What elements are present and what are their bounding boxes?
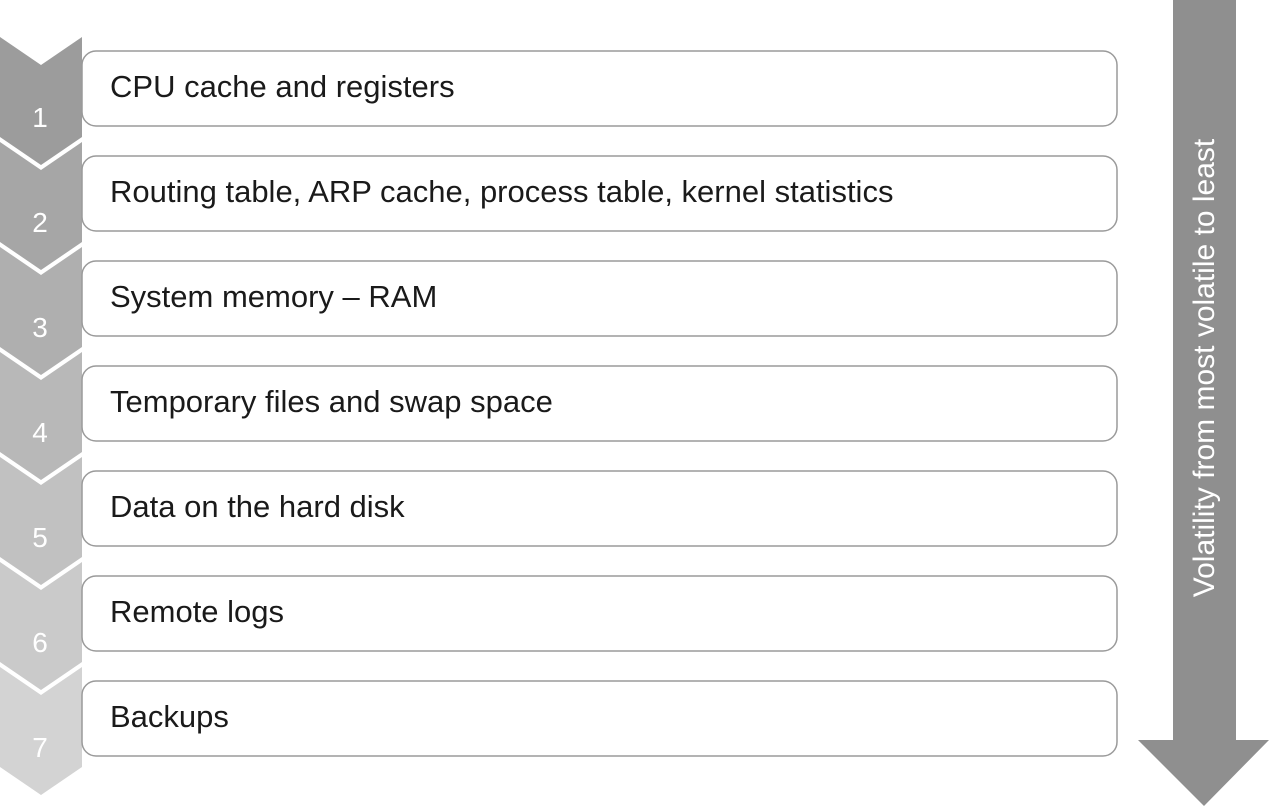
step-box-frame — [81, 155, 1118, 232]
step-box-4: Temporary files and swap space — [81, 365, 1118, 442]
step-chevron-2 — [0, 142, 82, 270]
step-chevron-4 — [0, 352, 82, 480]
step-box-6: Remote logs — [81, 575, 1118, 652]
step-number-2: 2 — [32, 207, 48, 238]
step-label: Backups — [110, 699, 229, 734]
step-label: System memory – RAM — [110, 279, 437, 314]
step-box-1: CPU cache and registers — [81, 50, 1118, 127]
step-chevron-3 — [0, 247, 82, 375]
step-box-frame — [81, 680, 1118, 757]
step-box-5: Data on the hard disk — [81, 470, 1118, 547]
step-box-frame — [81, 575, 1118, 652]
step-box-3: System memory – RAM — [81, 260, 1118, 337]
step-chevron-7 — [0, 667, 82, 795]
step-number-3: 3 — [32, 312, 48, 343]
step-box-7: Backups — [81, 680, 1118, 757]
step-label: Remote logs — [110, 594, 284, 629]
step-chevron-6 — [0, 562, 82, 690]
step-number-6: 6 — [32, 627, 48, 658]
volatility-arrow-shape — [1138, 0, 1269, 806]
step-label: CPU cache and registers — [110, 69, 455, 104]
step-number-7: 7 — [32, 732, 48, 763]
volatility-arrow-label: Volatility from most volatile to least — [1188, 138, 1221, 597]
step-box-frame — [81, 365, 1118, 442]
step-box-frame — [81, 260, 1118, 337]
step-number-4: 4 — [32, 417, 48, 448]
step-number-1: 1 — [32, 102, 48, 133]
step-label: Data on the hard disk — [110, 489, 405, 524]
step-label: Temporary files and swap space — [110, 384, 553, 419]
step-box-2: Routing table, ARP cache, process table,… — [81, 155, 1118, 232]
step-box-frame — [81, 50, 1118, 127]
step-number-5: 5 — [32, 522, 48, 553]
step-label: Routing table, ARP cache, process table,… — [110, 174, 893, 209]
chevrons: 7 6 5 4 3 2 1 — [0, 37, 82, 795]
step-box-frame — [81, 470, 1118, 547]
step-chevron-5 — [0, 457, 82, 585]
step-chevron-1 — [0, 37, 82, 165]
volatility-arrow: Volatility from most volatile to least — [1138, 0, 1269, 806]
